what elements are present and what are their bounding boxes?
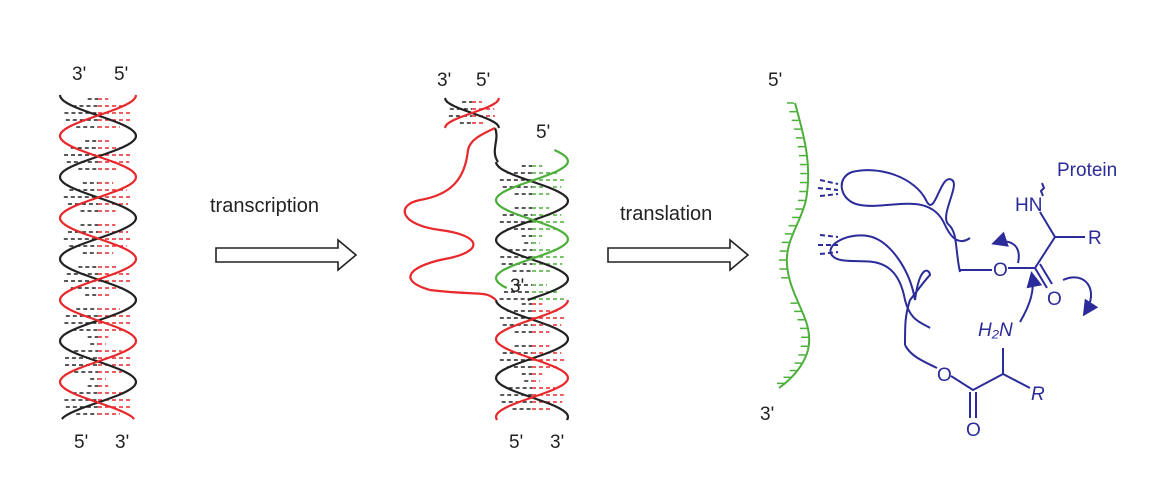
template-strand: [58, 94, 137, 420]
r-group-upper: R: [1088, 228, 1102, 249]
peptide-bond-chemistry: [950, 182, 1099, 418]
hn-label: HN: [1015, 195, 1042, 216]
coding-strand: [59, 94, 138, 420]
rna-label-3prime: 3': [510, 276, 524, 297]
mid-label-top-left: 3': [437, 70, 451, 91]
coding-strand-bottom: [495, 299, 570, 421]
mid-label-bottom-right: 3': [550, 432, 564, 453]
rna-label-5prime: 5': [536, 122, 550, 143]
ester-oxygen-upper: O: [993, 260, 1008, 281]
mid-label-top-right: 5': [476, 70, 490, 91]
transcription-arrow: [215, 238, 358, 272]
protein-label: Protein: [1057, 160, 1117, 181]
dna-label-bottom-right: 3': [115, 432, 129, 453]
transcription-bubble: [403, 97, 570, 421]
translation-label: translation: [620, 203, 712, 225]
dna-label-top-right: 5': [114, 64, 128, 85]
dna-label-top-left: 3': [72, 64, 86, 85]
coding-strand-top: [443, 97, 501, 129]
mid-label-bottom-left: 5': [509, 432, 523, 453]
coding-strand-unwound: [403, 127, 497, 301]
dna-double-helix: [58, 94, 138, 420]
rna-transcript: [494, 149, 570, 289]
ester-oxygen-lower: O: [937, 365, 952, 386]
carbonyl-oxygen-lower: O: [966, 420, 981, 441]
mrna-strand: [778, 102, 811, 389]
amine-label: H₂N: [978, 320, 1013, 341]
mrna-bases: [776, 102, 809, 385]
mrna-label-3prime: 3': [760, 404, 774, 425]
mrna-label-5prime: 5': [768, 70, 782, 91]
dna-label-bottom-left: 5': [74, 432, 88, 453]
trna-upper: [817, 169, 992, 273]
template-strand-link: [493, 127, 499, 163]
template-strand-bubble: [494, 161, 569, 302]
translation-arrow: [607, 238, 750, 272]
carbonyl-oxygen-upper: O: [1047, 289, 1062, 310]
trna-lower: [818, 234, 938, 369]
transcription-label: transcription: [210, 195, 319, 217]
r-group-lower: R: [1031, 384, 1045, 405]
